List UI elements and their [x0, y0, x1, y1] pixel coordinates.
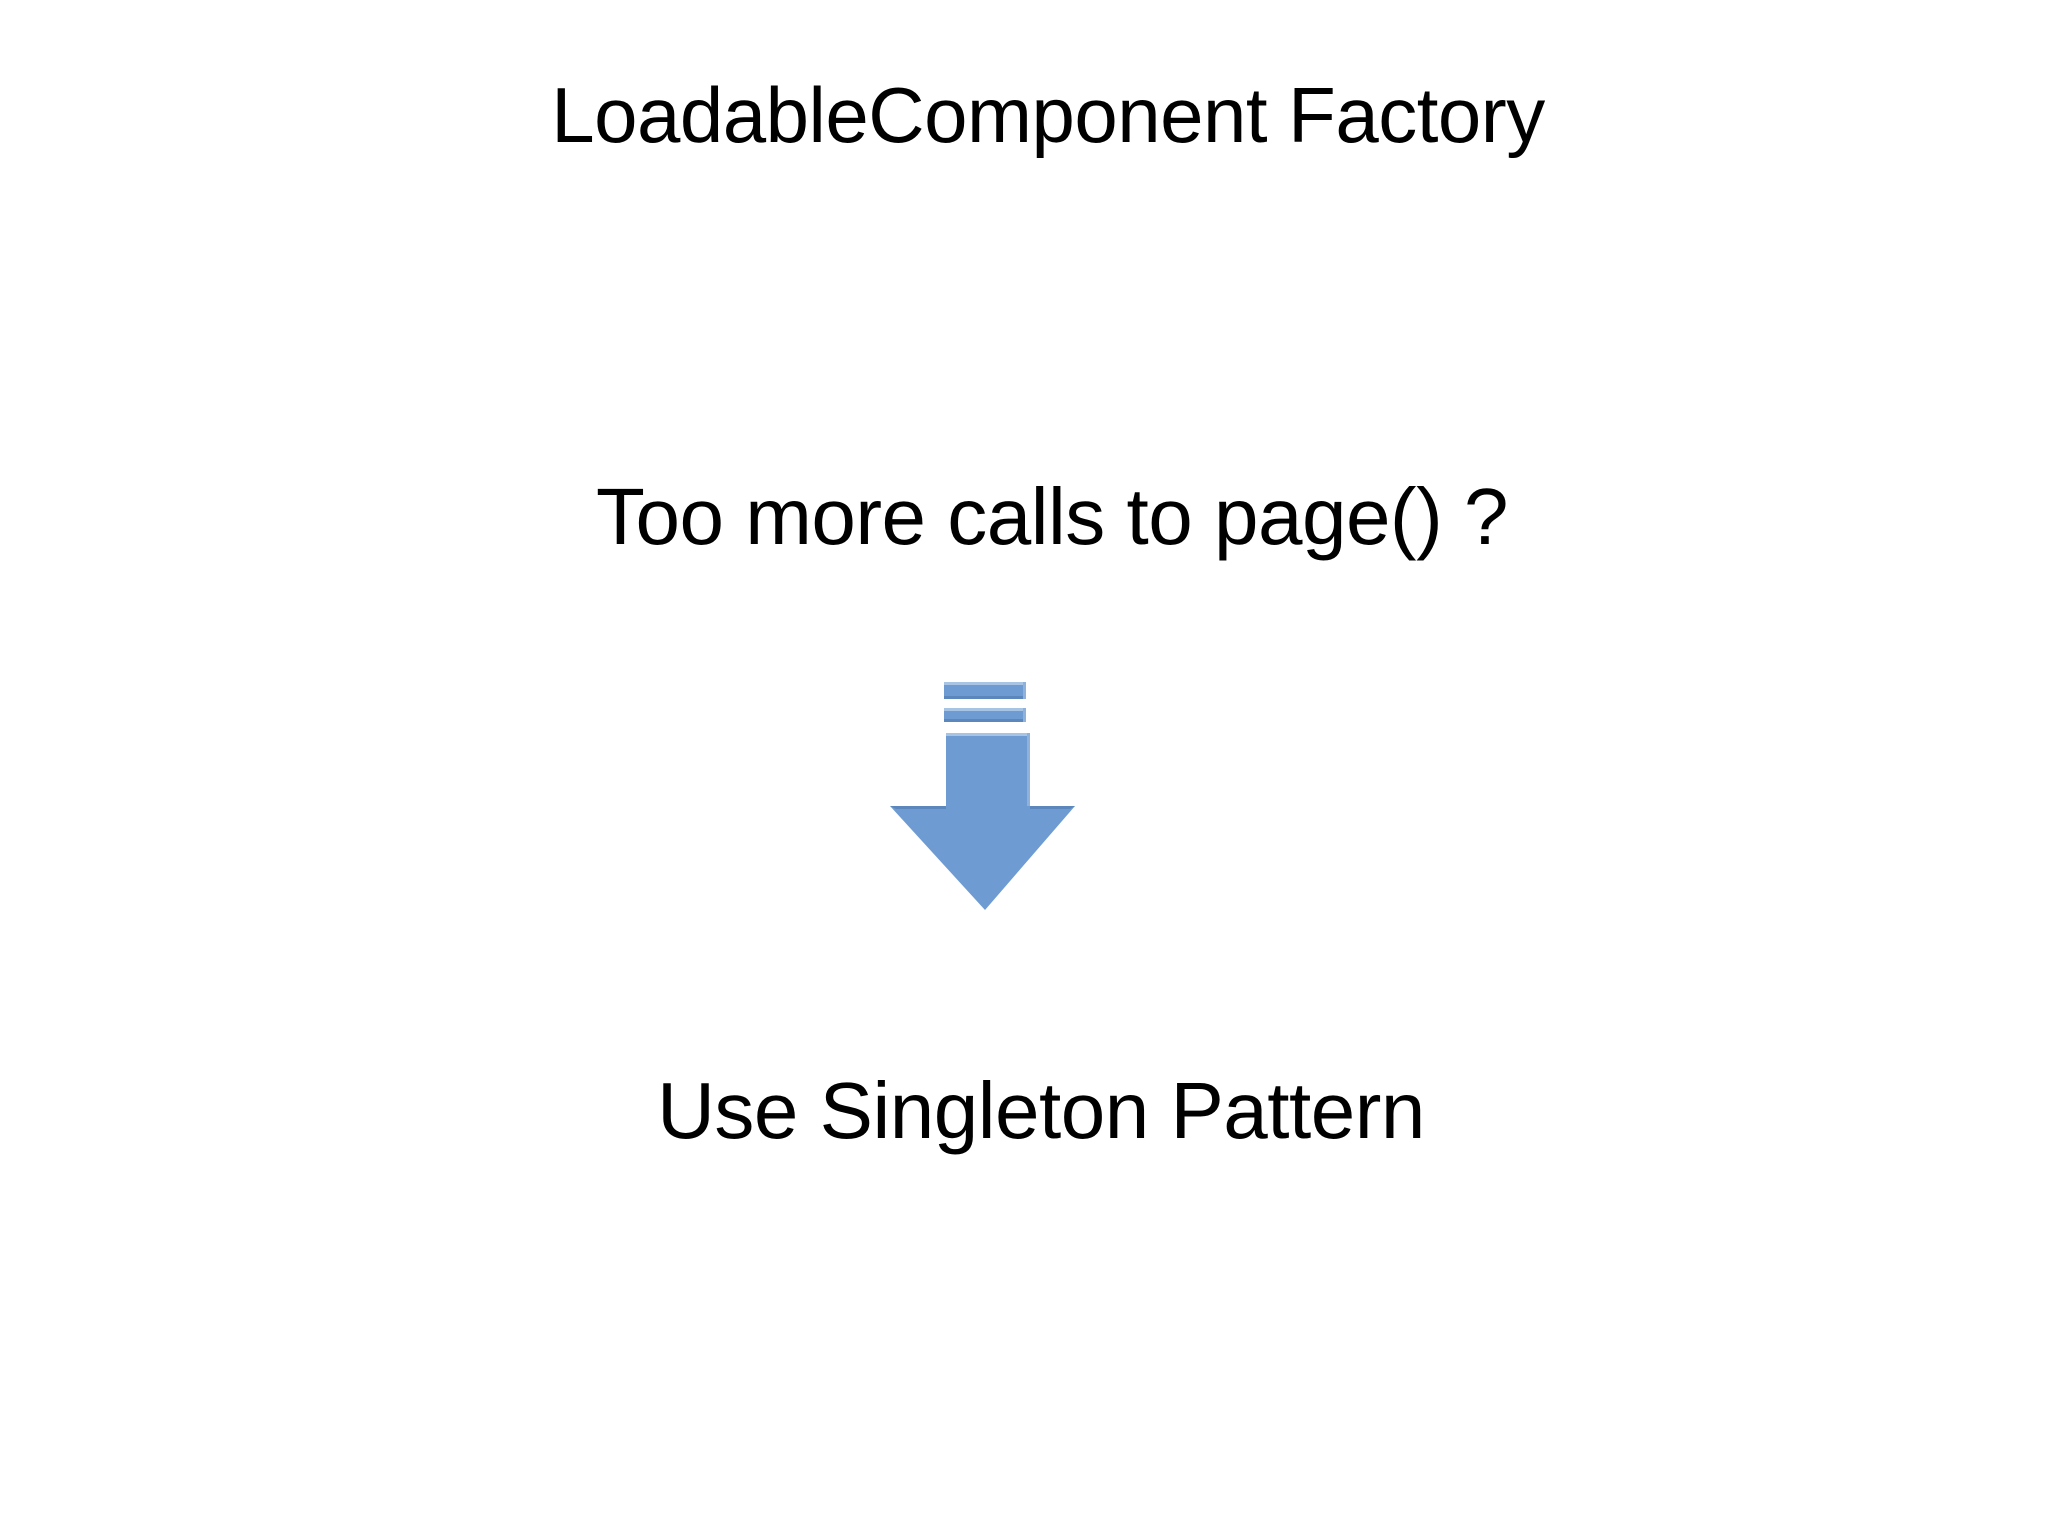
arrow-stripe-1 — [944, 682, 1026, 699]
striped-down-arrow-icon — [884, 676, 1084, 918]
question-text: Too more calls to page() ? — [596, 472, 1508, 561]
striped-down-arrow-graphic — [890, 682, 1075, 910]
arrow-body — [890, 733, 1075, 910]
page-title: LoadableComponent Factory — [551, 71, 1545, 159]
answer-text: Use Singleton Pattern — [657, 1066, 1425, 1155]
arrow-stripe-2 — [944, 708, 1026, 722]
